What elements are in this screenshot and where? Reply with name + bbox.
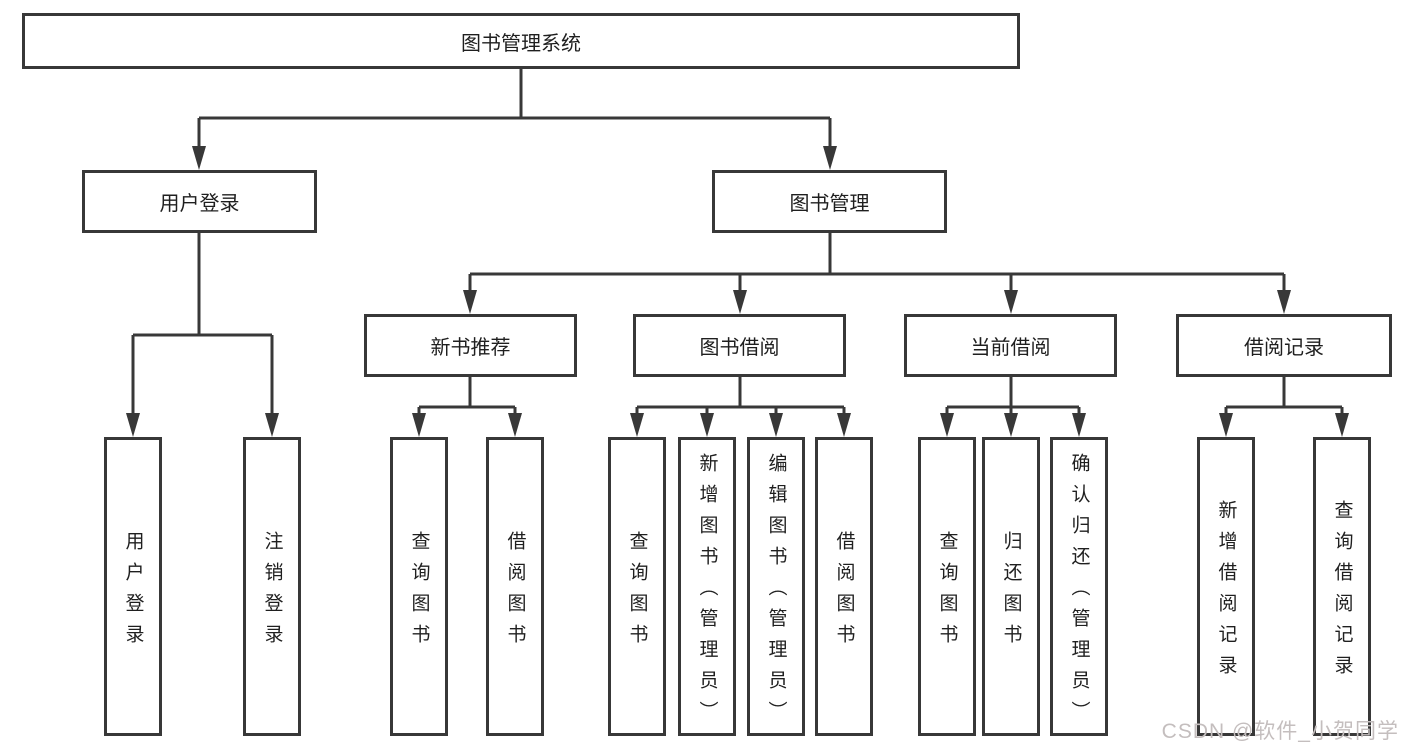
leaf-current-query-books: 查询图书	[918, 437, 976, 736]
node-label: 当前借阅	[970, 337, 1051, 359]
node-label: 编辑图书（管理员）	[765, 453, 787, 732]
node-label: 借阅图书	[504, 530, 526, 655]
node-book-management: 图书管理	[712, 170, 947, 233]
leaf-borrowing-borrow-books: 借阅图书	[815, 437, 873, 736]
node-label: 借阅记录	[1244, 337, 1324, 359]
node-library-management-system: 图书管理系统	[22, 13, 1020, 69]
leaf-user-login: 用户登录	[104, 437, 162, 736]
node-label: 新增图书（管理员）	[696, 453, 718, 732]
leaf-newbook-query-books: 查询图书	[390, 437, 448, 736]
node-label: 查询借阅记录	[1331, 499, 1353, 686]
leaf-records-add-borrow-record: 新增借阅记录	[1197, 437, 1255, 736]
node-label: 图书管理系统	[461, 32, 581, 55]
node-label: 图书借阅	[699, 337, 780, 359]
node-label: 新增借阅记录	[1215, 499, 1237, 686]
node-label: 归还图书	[1000, 530, 1022, 655]
node-label: 确认归还（管理员）	[1068, 453, 1090, 732]
leaf-records-query-borrow-record: 查询借阅记录	[1313, 437, 1371, 736]
node-label: 借阅图书	[833, 530, 855, 655]
node-label: 注销登录	[261, 530, 283, 655]
node-label: 查询图书	[936, 530, 958, 655]
leaf-current-confirm-return-admin: 确认归还（管理员）	[1050, 437, 1108, 736]
node-label: 图书管理	[789, 193, 870, 215]
node-label: 新书推荐	[430, 337, 511, 359]
node-label: 查询图书	[626, 530, 648, 655]
leaf-borrowing-add-books-admin: 新增图书（管理员）	[678, 437, 736, 736]
leaf-borrowing-query-books: 查询图书	[608, 437, 666, 736]
node-new-book-recommendation: 新书推荐	[364, 314, 577, 377]
node-borrowing-records: 借阅记录	[1176, 314, 1392, 377]
leaf-current-return-books: 归还图书	[982, 437, 1040, 736]
node-user-login: 用户登录	[82, 170, 317, 233]
leaf-newbook-borrow-books: 借阅图书	[486, 437, 544, 736]
leaf-logout: 注销登录	[243, 437, 301, 736]
node-label: 用户登录	[159, 193, 240, 215]
node-label: 查询图书	[408, 530, 430, 655]
node-current-borrowing: 当前借阅	[904, 314, 1117, 377]
leaf-borrowing-edit-books-admin: 编辑图书（管理员）	[747, 437, 805, 736]
csdn-watermark: CSDN @软件_小贺同学	[1161, 720, 1399, 743]
node-book-borrowing: 图书借阅	[633, 314, 846, 377]
node-label: 用户登录	[122, 530, 144, 655]
